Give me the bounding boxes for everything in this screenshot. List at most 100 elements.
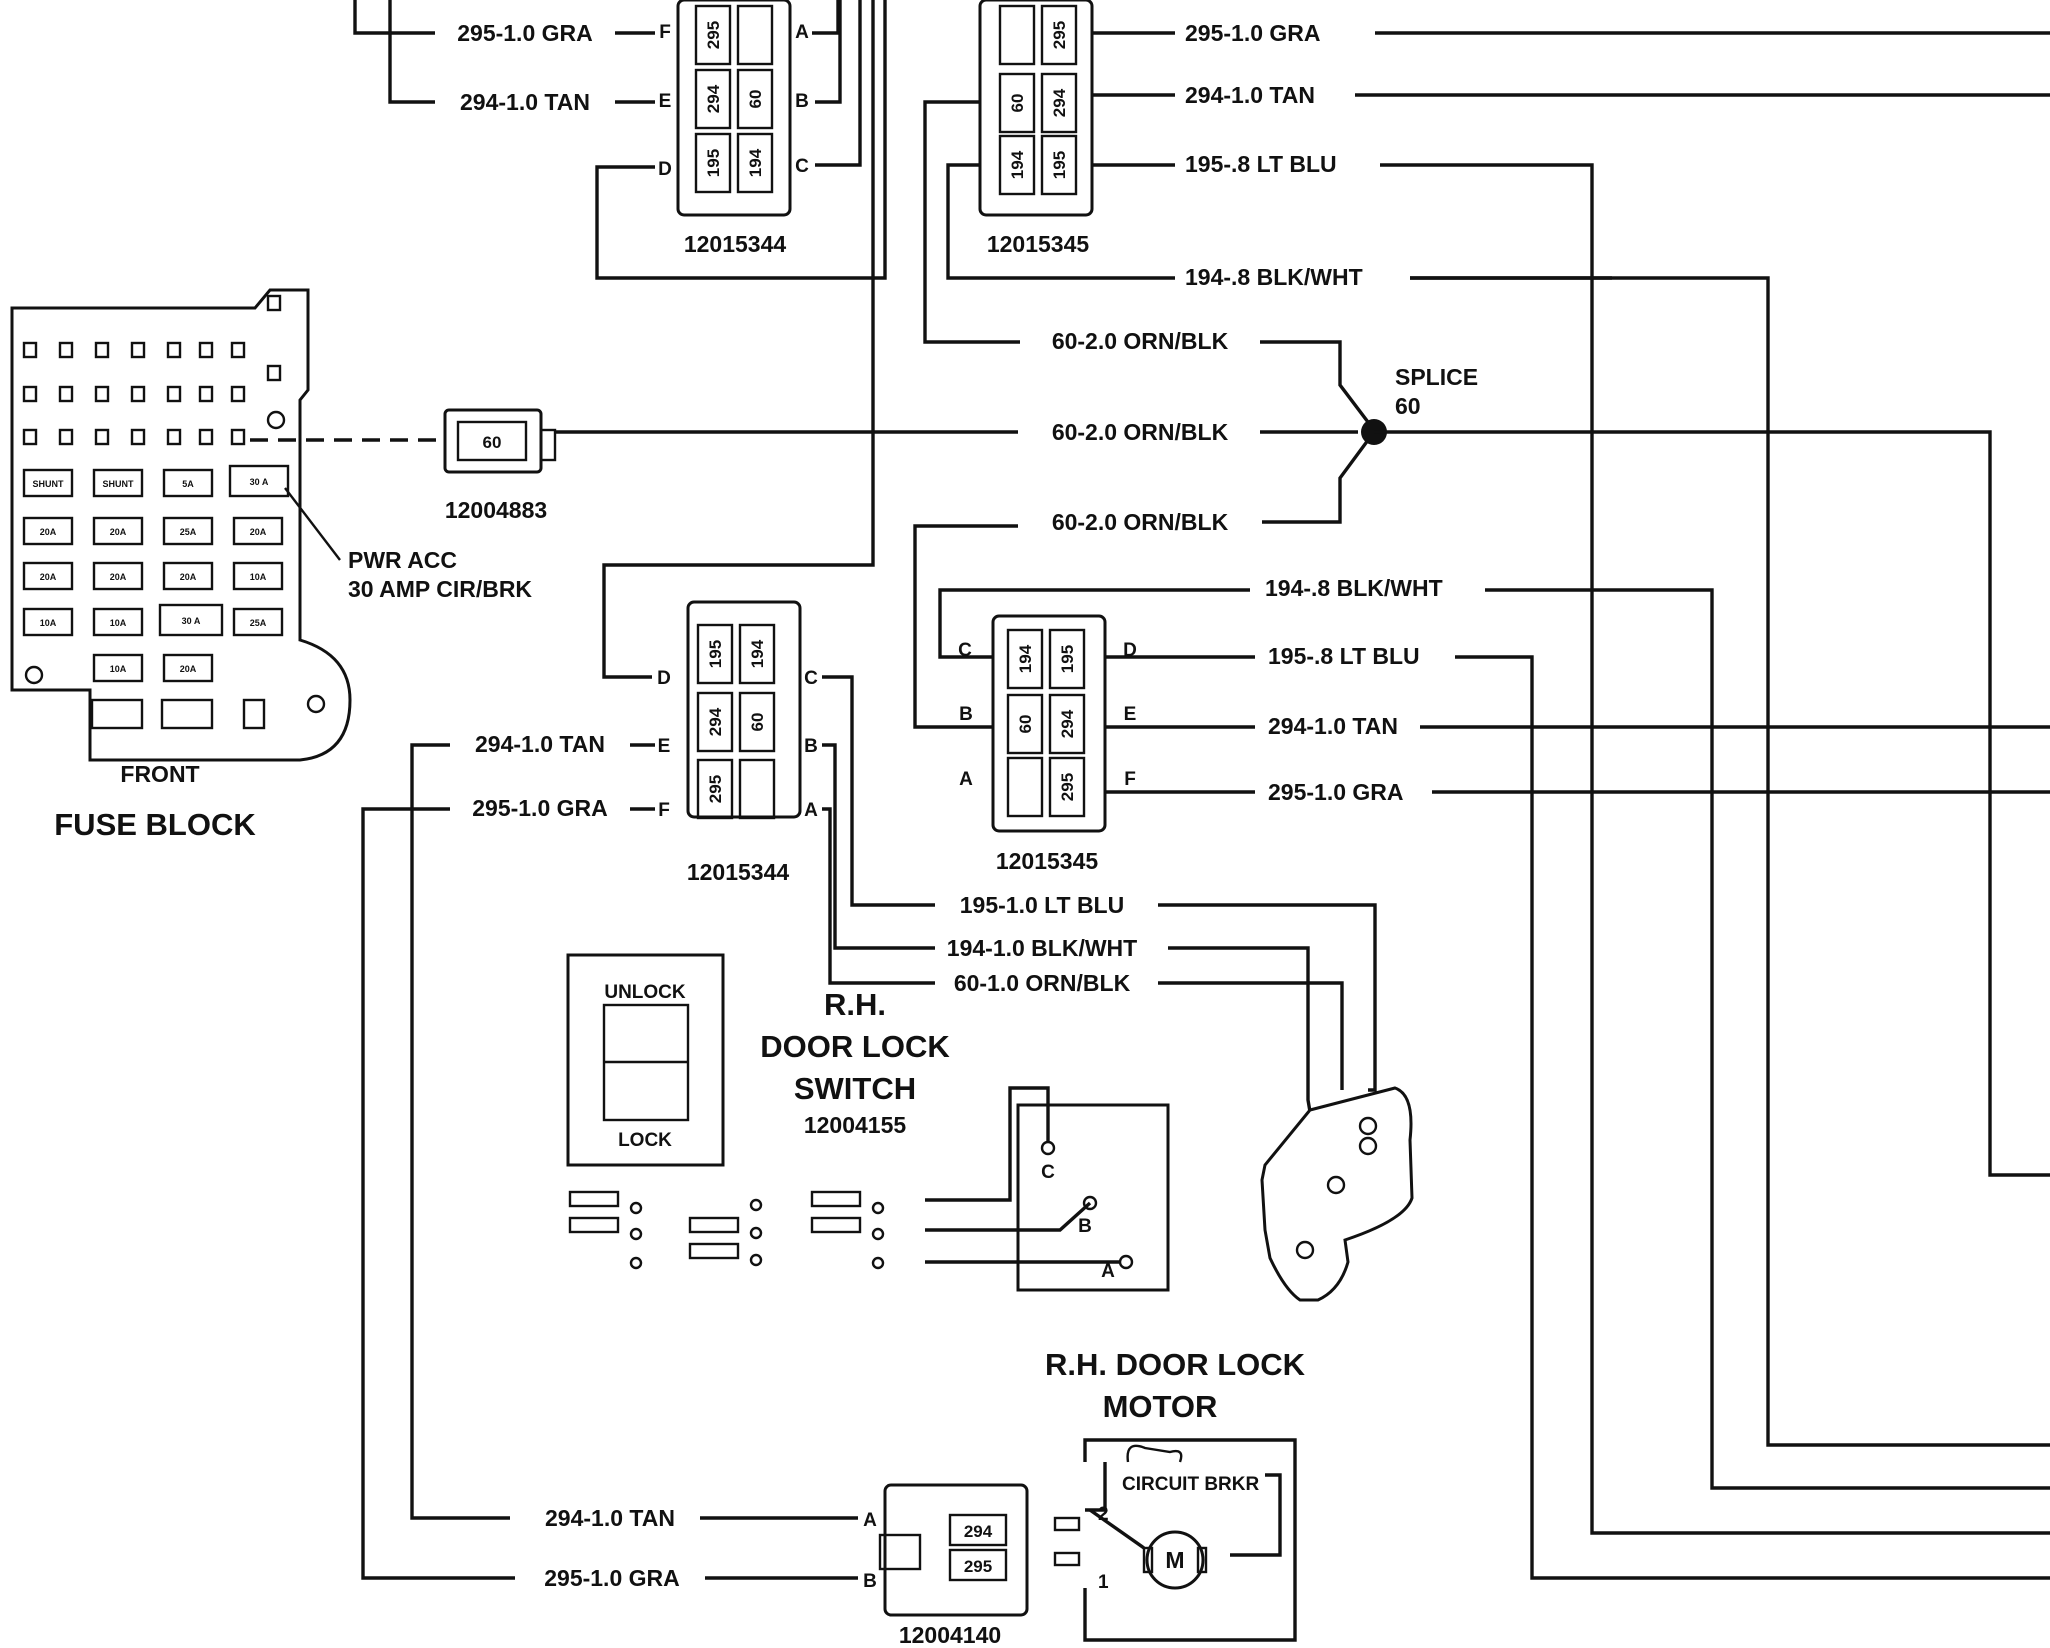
switch-wires: 195-1.0 LT BLU 194-1.0 BLK/WHT 60-1.0 OR… [947, 892, 1377, 1241]
pin-c: C [795, 156, 809, 177]
mid-left-connector-part-no: 12015344 [687, 859, 790, 885]
motor-title-2: MOTOR [1103, 1389, 1218, 1424]
motor-connector: 294 295 A B 12004140 294-1.0 TAN 295-1.0… [544, 1483, 1029, 1648]
fuse-connector-cavity: 60 [483, 433, 502, 452]
pin-e: E [1124, 704, 1137, 725]
switch-part-no: 12004155 [804, 1112, 907, 1138]
motor-m-label: M [1165, 1547, 1184, 1573]
pwr-acc-breaker-label: 30 AMP CIR/BRK [348, 576, 532, 602]
top-left-connector: 295 294 60 195 194 F E D A B C 12015344 … [457, 0, 809, 257]
fuse-label: 20A [40, 527, 57, 537]
splice-60: SPLICE 60 60-2.0 ORN/BLK 60-2.0 ORN/BLK … [555, 328, 2050, 1177]
pwr-acc-label: PWR ACC [348, 547, 457, 573]
fuse-label: 20A [250, 527, 267, 537]
wire-label: 295-1.0 GRA [472, 795, 608, 821]
cavity-label: 195 [1058, 645, 1077, 673]
fuse-cells [22, 464, 290, 730]
cavity-label: 295 [1050, 21, 1069, 49]
motor-title-1: R.H. DOOR LOCK [1045, 1347, 1306, 1382]
cavity-label: 60 [746, 90, 765, 109]
pin-e: E [659, 91, 672, 112]
pin-d: D [657, 668, 671, 689]
fuse-block-title: FUSE BLOCK [54, 807, 256, 842]
fuse-block-front-label: FRONT [120, 761, 199, 787]
cavity-label: 194 [748, 639, 767, 668]
wire-label: 294-1.0 TAN [545, 1505, 675, 1531]
wire-label: 60-2.0 ORN/BLK [1052, 419, 1229, 445]
switch-body[interactable] [566, 953, 725, 1167]
top-right-connector: 295 60 294 194 195 12015345 295-1.0 GRA … [978, 0, 1363, 290]
pin-a: A [959, 769, 973, 790]
fuse-label: 10A [250, 572, 267, 582]
wire-label: 195-.8 LT BLU [1185, 151, 1337, 177]
cavity-label: 60 [1016, 715, 1035, 734]
pin-d: D [658, 159, 672, 180]
fuse-label: 20A [40, 572, 57, 582]
cavity-label: 195 [704, 149, 723, 177]
wire-label: 194-.8 BLK/WHT [1265, 575, 1443, 601]
cavity-label: 295 [704, 21, 723, 49]
wire-label: 195-.8 LT BLU [1268, 643, 1420, 669]
door-lock-actuator [1260, 1086, 1414, 1302]
fuse-label: 10A [40, 618, 57, 628]
wire-label: 194-.8 BLK/WHT [1185, 264, 1363, 290]
cavity-label: 195 [706, 640, 725, 668]
switch-title-3: SWITCH [794, 1071, 916, 1106]
fuse-label: 30 A [182, 616, 201, 626]
fuse-label: 25A [180, 527, 197, 537]
wire-label: 294-1.0 TAN [475, 731, 605, 757]
mid-right-wires [913, 276, 2050, 1580]
top-right-connector-part-no: 12015345 [987, 231, 1090, 257]
cavity-label: 295 [1058, 773, 1077, 801]
wire-label: 295-1.0 GRA [1268, 779, 1404, 805]
cavity-label: 194 [1008, 150, 1027, 179]
wire-label: 295-1.0 GRA [1185, 20, 1321, 46]
switch-unlock-label: UNLOCK [604, 982, 686, 1003]
door-lock-switch: UNLOCK LOCK R.H. DOOR LOCK SWITCH 120041… [566, 953, 1170, 1292]
cavity-label: 295 [964, 1557, 992, 1576]
wire-label: 294-1.0 TAN [1185, 82, 1315, 108]
motor-connector-pin-a: A [863, 1510, 877, 1531]
cavity-label: 60 [1008, 94, 1027, 113]
splice-number: 60 [1395, 393, 1421, 419]
switch-pin-b: B [1078, 1216, 1092, 1237]
pin-b: B [804, 736, 818, 757]
pin-b: B [795, 91, 809, 112]
fuse-label: 30 A [250, 477, 269, 487]
wire-label: 194-1.0 BLK/WHT [947, 935, 1137, 961]
wire-label: 195-1.0 LT BLU [960, 892, 1124, 918]
switch-lock-label: LOCK [618, 1130, 672, 1151]
fuse-label: SHUNT [33, 479, 65, 489]
motor-pin-1: 1 [1098, 1572, 1109, 1593]
mid-right-connector-part-no: 12015345 [996, 848, 1099, 874]
pin-f: F [658, 800, 670, 821]
wire-label: 60-1.0 ORN/BLK [954, 970, 1131, 996]
pin-b: B [959, 704, 973, 725]
cavity-label: 294 [1058, 709, 1077, 738]
cavity-label: 60 [748, 713, 767, 732]
pin-f: F [659, 22, 671, 43]
fuse-label: 10A [110, 664, 127, 674]
cavity-label: 195 [1050, 151, 1069, 179]
fuse-connector-part-no: 12004883 [445, 497, 547, 523]
switch-title-2: DOOR LOCK [760, 1029, 950, 1064]
fuse-label: 5A [182, 479, 194, 489]
fuse-block: SHUNT SHUNT 5A 30 A 20A 20A 25A 20A 20A … [10, 288, 532, 842]
mid-left-connector: 195 194 294 60 295 D E F C B A 12015344 … [472, 600, 818, 885]
pin-a: A [804, 800, 818, 821]
door-lock-motor: R.H. DOOR LOCK MOTOR CIRCUIT BRKR M 2 1 [1045, 1347, 1306, 1642]
top-left-connector-part-no: 12015344 [684, 231, 787, 257]
cavity-label: 294 [1050, 88, 1069, 117]
wire-label: 295-1.0 GRA [544, 1565, 680, 1591]
cavity-label: 295 [706, 775, 725, 803]
mid-right-connector: 194 195 60 294 295 C B A D E F 12015345 … [958, 575, 1443, 874]
pin-e: E [658, 736, 671, 757]
mid-left-wires [361, 0, 935, 1580]
fuse-label: 20A [110, 527, 127, 537]
wire-label: 60-2.0 ORN/BLK [1052, 328, 1229, 354]
cavity-label: 194 [746, 148, 765, 177]
wire-label: 294-1.0 TAN [1268, 713, 1398, 739]
switch-contacts [568, 1190, 885, 1270]
motor-connector-part-no: 12004140 [899, 1622, 1001, 1648]
